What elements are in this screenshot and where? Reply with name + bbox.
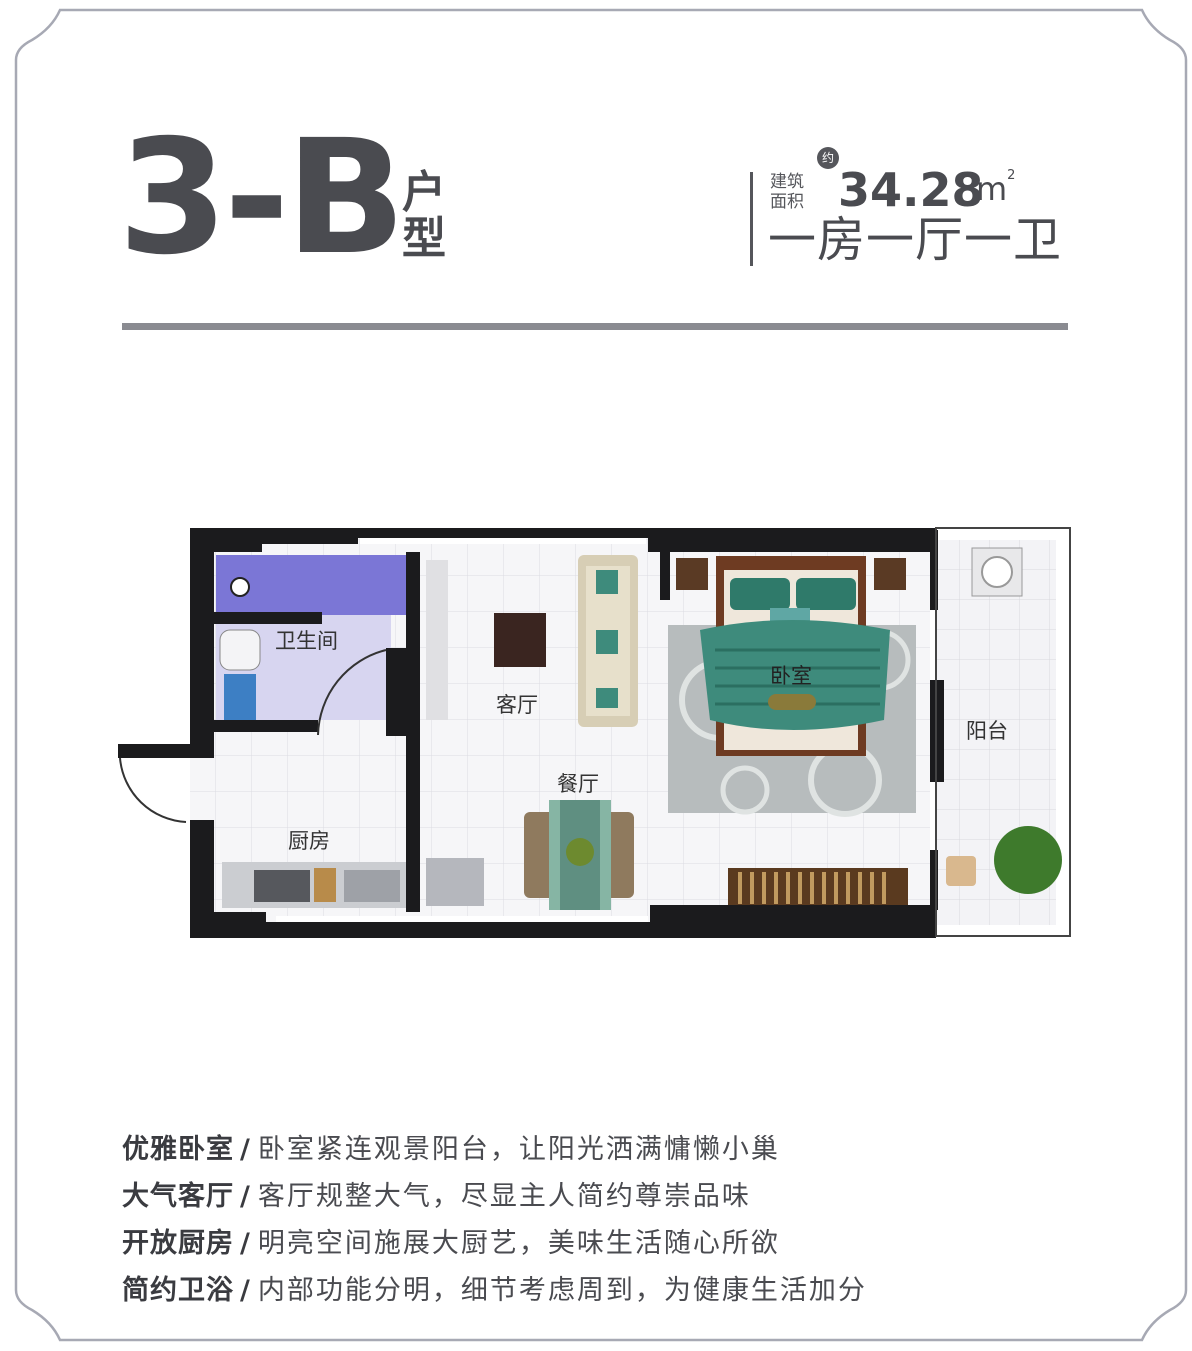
bed bbox=[700, 556, 890, 756]
label-kitchen: 厨房 bbox=[288, 829, 330, 853]
unit-code: 3-B bbox=[118, 106, 406, 290]
feature-item: 大气客厅/客厅规整大气，尽显主人简约尊崇品味 bbox=[122, 1177, 867, 1224]
floor-drain-icon bbox=[230, 577, 250, 597]
header-divider bbox=[750, 172, 753, 266]
area-unit-text: m bbox=[976, 170, 1008, 208]
label-living: 客厅 bbox=[496, 693, 538, 717]
balcony-stool bbox=[946, 856, 976, 886]
feature-sep: / bbox=[240, 1134, 252, 1165]
area-label: 建筑面积 bbox=[770, 172, 804, 212]
entry-door bbox=[119, 757, 187, 823]
label-bathroom: 卫生间 bbox=[275, 629, 338, 653]
feature-sep: / bbox=[240, 1275, 252, 1306]
bench-slats bbox=[738, 872, 886, 904]
kitchen-counter bbox=[222, 862, 408, 908]
feature-title: 开放厨房 bbox=[122, 1228, 234, 1259]
bath-door bbox=[317, 649, 387, 736]
feature-title: 简约卫浴 bbox=[122, 1275, 234, 1306]
coffee-table bbox=[494, 613, 546, 667]
walls bbox=[118, 528, 944, 938]
vanity bbox=[224, 674, 256, 720]
feature-sep: / bbox=[240, 1228, 252, 1259]
label-bedroom: 卧室 bbox=[770, 664, 812, 688]
layout-label: 一房一厅一卫 bbox=[768, 212, 1063, 268]
feature-item: 优雅卧室/卧室紧连观景阳台，让阳光洒满慵懒小巢 bbox=[122, 1130, 867, 1177]
fridge bbox=[426, 858, 484, 906]
feature-text: 明亮空间施展大厨艺，美味生活随心所欲 bbox=[257, 1228, 780, 1259]
dining-table bbox=[524, 800, 634, 910]
bedroom-bench bbox=[728, 868, 908, 908]
label-balcony: 阳台 bbox=[966, 719, 1008, 743]
feature-item: 开放厨房/明亮空间施展大厨艺，美味生活随心所欲 bbox=[122, 1224, 867, 1271]
area-unit: m2 bbox=[976, 168, 1016, 208]
tv-cabinet bbox=[426, 560, 448, 720]
area-value: 34.28 bbox=[838, 163, 984, 217]
feature-text: 卧室紧连观景阳台，让阳光洒满慵懒小巢 bbox=[257, 1134, 780, 1165]
feature-title: 大气客厅 bbox=[122, 1181, 234, 1212]
feature-item: 简约卫浴/内部功能分明，细节考虑周到，为健康生活加分 bbox=[122, 1271, 867, 1318]
label-dining: 餐厅 bbox=[557, 772, 599, 796]
washer-drum-icon bbox=[981, 556, 1013, 588]
feature-text: 客厅规整大气，尽显主人简约尊崇品味 bbox=[257, 1181, 751, 1212]
approx-badge: 约 bbox=[817, 147, 839, 169]
window-top bbox=[360, 538, 646, 544]
sofa bbox=[578, 555, 638, 727]
balcony-plant bbox=[994, 826, 1062, 894]
feature-list: 优雅卧室/卧室紧连观景阳台，让阳光洒满慵懒小巢 大气客厅/客厅规整大气，尽显主人… bbox=[122, 1130, 867, 1318]
balcony-frame bbox=[935, 527, 1071, 937]
window-bottom bbox=[276, 916, 648, 922]
nightstand-right bbox=[874, 558, 906, 590]
feature-sep: / bbox=[240, 1181, 252, 1212]
area-unit-sup: 2 bbox=[1007, 168, 1016, 183]
nightstand-left bbox=[676, 558, 708, 590]
unit-type-label: 户型 bbox=[402, 167, 446, 264]
feature-text: 内部功能分明，细节考虑周到，为健康生活加分 bbox=[257, 1275, 867, 1306]
toilet bbox=[219, 629, 261, 671]
feature-title: 优雅卧室 bbox=[122, 1134, 234, 1165]
header-rule bbox=[122, 323, 1068, 330]
